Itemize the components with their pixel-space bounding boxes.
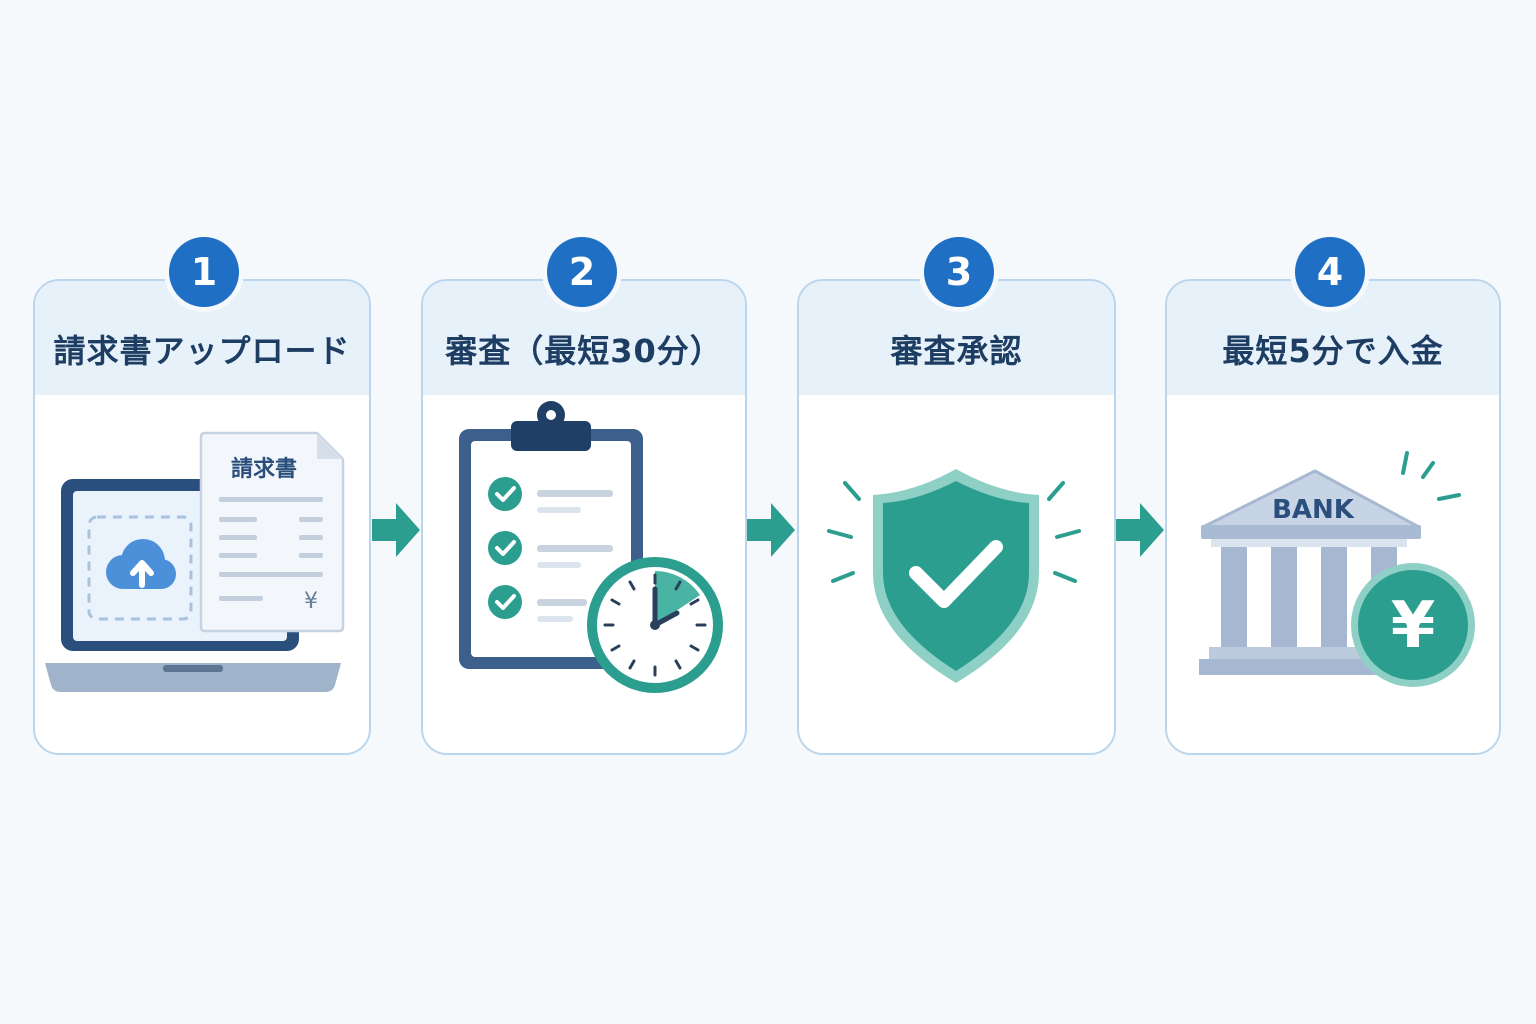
step-4-badge: 4 [1295, 237, 1365, 307]
bank-label: BANK [1272, 495, 1355, 525]
yen-coin-icon: ¥ [1351, 563, 1475, 687]
step-1-card: 請求書アップロード [33, 279, 371, 755]
arrow-right-icon [1116, 503, 1164, 557]
step-4-number: 4 [1316, 250, 1344, 294]
arrow-right-icon [372, 503, 420, 557]
step-2-title: 審査（最短30分） [445, 332, 723, 370]
step-2-card: 審査（最短30分） [421, 279, 747, 755]
shield-check-icon [799, 395, 1114, 753]
check-item-icon [488, 585, 522, 619]
check-item-icon [488, 477, 522, 511]
step-3-title: 審査承認 [890, 332, 1023, 370]
step-1-title: 請求書アップロード [53, 332, 351, 370]
invoice-document-icon: 請求書 ¥ [199, 431, 345, 633]
clock-icon [587, 557, 723, 693]
step-2-number: 2 [568, 250, 596, 294]
check-item-icon [488, 531, 522, 565]
arrow-right-icon [747, 503, 795, 557]
step-3-card: 審査承認 [797, 279, 1116, 755]
yen-symbol: ¥ [1391, 589, 1436, 663]
step-4-card: 最短5分で入金 BANK [1165, 279, 1501, 755]
step-1-badge: 1 [169, 237, 239, 307]
laptop-upload-icon: 請求書 ¥ [35, 395, 369, 753]
cloud-upload-icon [106, 539, 176, 589]
step-4-title: 最短5分で入金 [1222, 332, 1444, 370]
step-1-number: 1 [190, 250, 218, 294]
clipboard-clock-icon [423, 395, 745, 753]
step-2-badge: 2 [547, 237, 617, 307]
yen-symbol: ¥ [304, 589, 318, 614]
document-title: 請求書 [231, 456, 297, 482]
step-3-number: 3 [945, 250, 973, 294]
step-3-badge: 3 [924, 237, 994, 307]
bank-yen-icon: BANK ¥ [1167, 395, 1499, 753]
